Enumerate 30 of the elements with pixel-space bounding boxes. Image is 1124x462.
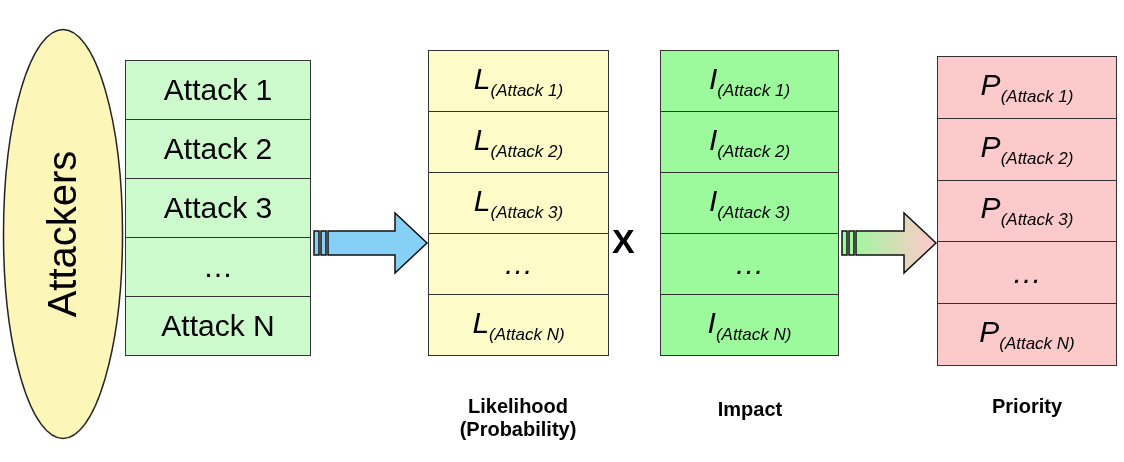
table-column xyxy=(125,60,311,356)
cell-text: … xyxy=(1012,255,1042,290)
cell-text: Attack N xyxy=(161,309,275,343)
cell-text: P$_{(Attack 2)}$ xyxy=(980,129,1074,169)
column-caption: Priority xyxy=(991,395,1063,418)
cell-text: I$_{(Attack N)}$ xyxy=(707,305,792,345)
cell-text: L$_{(Attack N)}$ xyxy=(472,305,565,345)
attacker-ellipse xyxy=(2,28,124,440)
cell-text: Attack 3 xyxy=(163,191,273,225)
table-column xyxy=(660,50,839,356)
cell-text: … xyxy=(203,250,233,284)
table-column xyxy=(937,56,1117,366)
cell-text: … xyxy=(734,247,765,281)
cell-text: L$_{(Attack 2)}$ xyxy=(473,122,564,162)
table-column xyxy=(428,50,609,356)
cell-text: P$_{(Attack 1)}$ xyxy=(980,67,1074,107)
cell-text: I$_{(Attack 1)}$ xyxy=(708,61,791,101)
cell-text: P$_{(Attack N)}$ xyxy=(979,315,1075,355)
column-caption: Likelihood (Probability) xyxy=(458,395,578,441)
cell-text: I$_{(Attack 2)}$ xyxy=(708,122,791,162)
vertical-title: Attackers xyxy=(40,150,85,318)
cell-text: Attack 1 xyxy=(163,73,273,107)
cell-text: P$_{(Attack 3)}$ xyxy=(980,191,1074,231)
multiply-sign: X xyxy=(612,222,635,261)
cell-text: Attack 2 xyxy=(163,132,273,166)
cell-text: I$_{(Attack 3)}$ xyxy=(708,183,791,223)
cell-text: L$_{(Attack 3)}$ xyxy=(473,183,564,223)
column-caption: Impact xyxy=(716,398,784,421)
cell-text: L$_{(Attack 1)}$ xyxy=(473,61,564,101)
cell-text: … xyxy=(503,247,534,281)
